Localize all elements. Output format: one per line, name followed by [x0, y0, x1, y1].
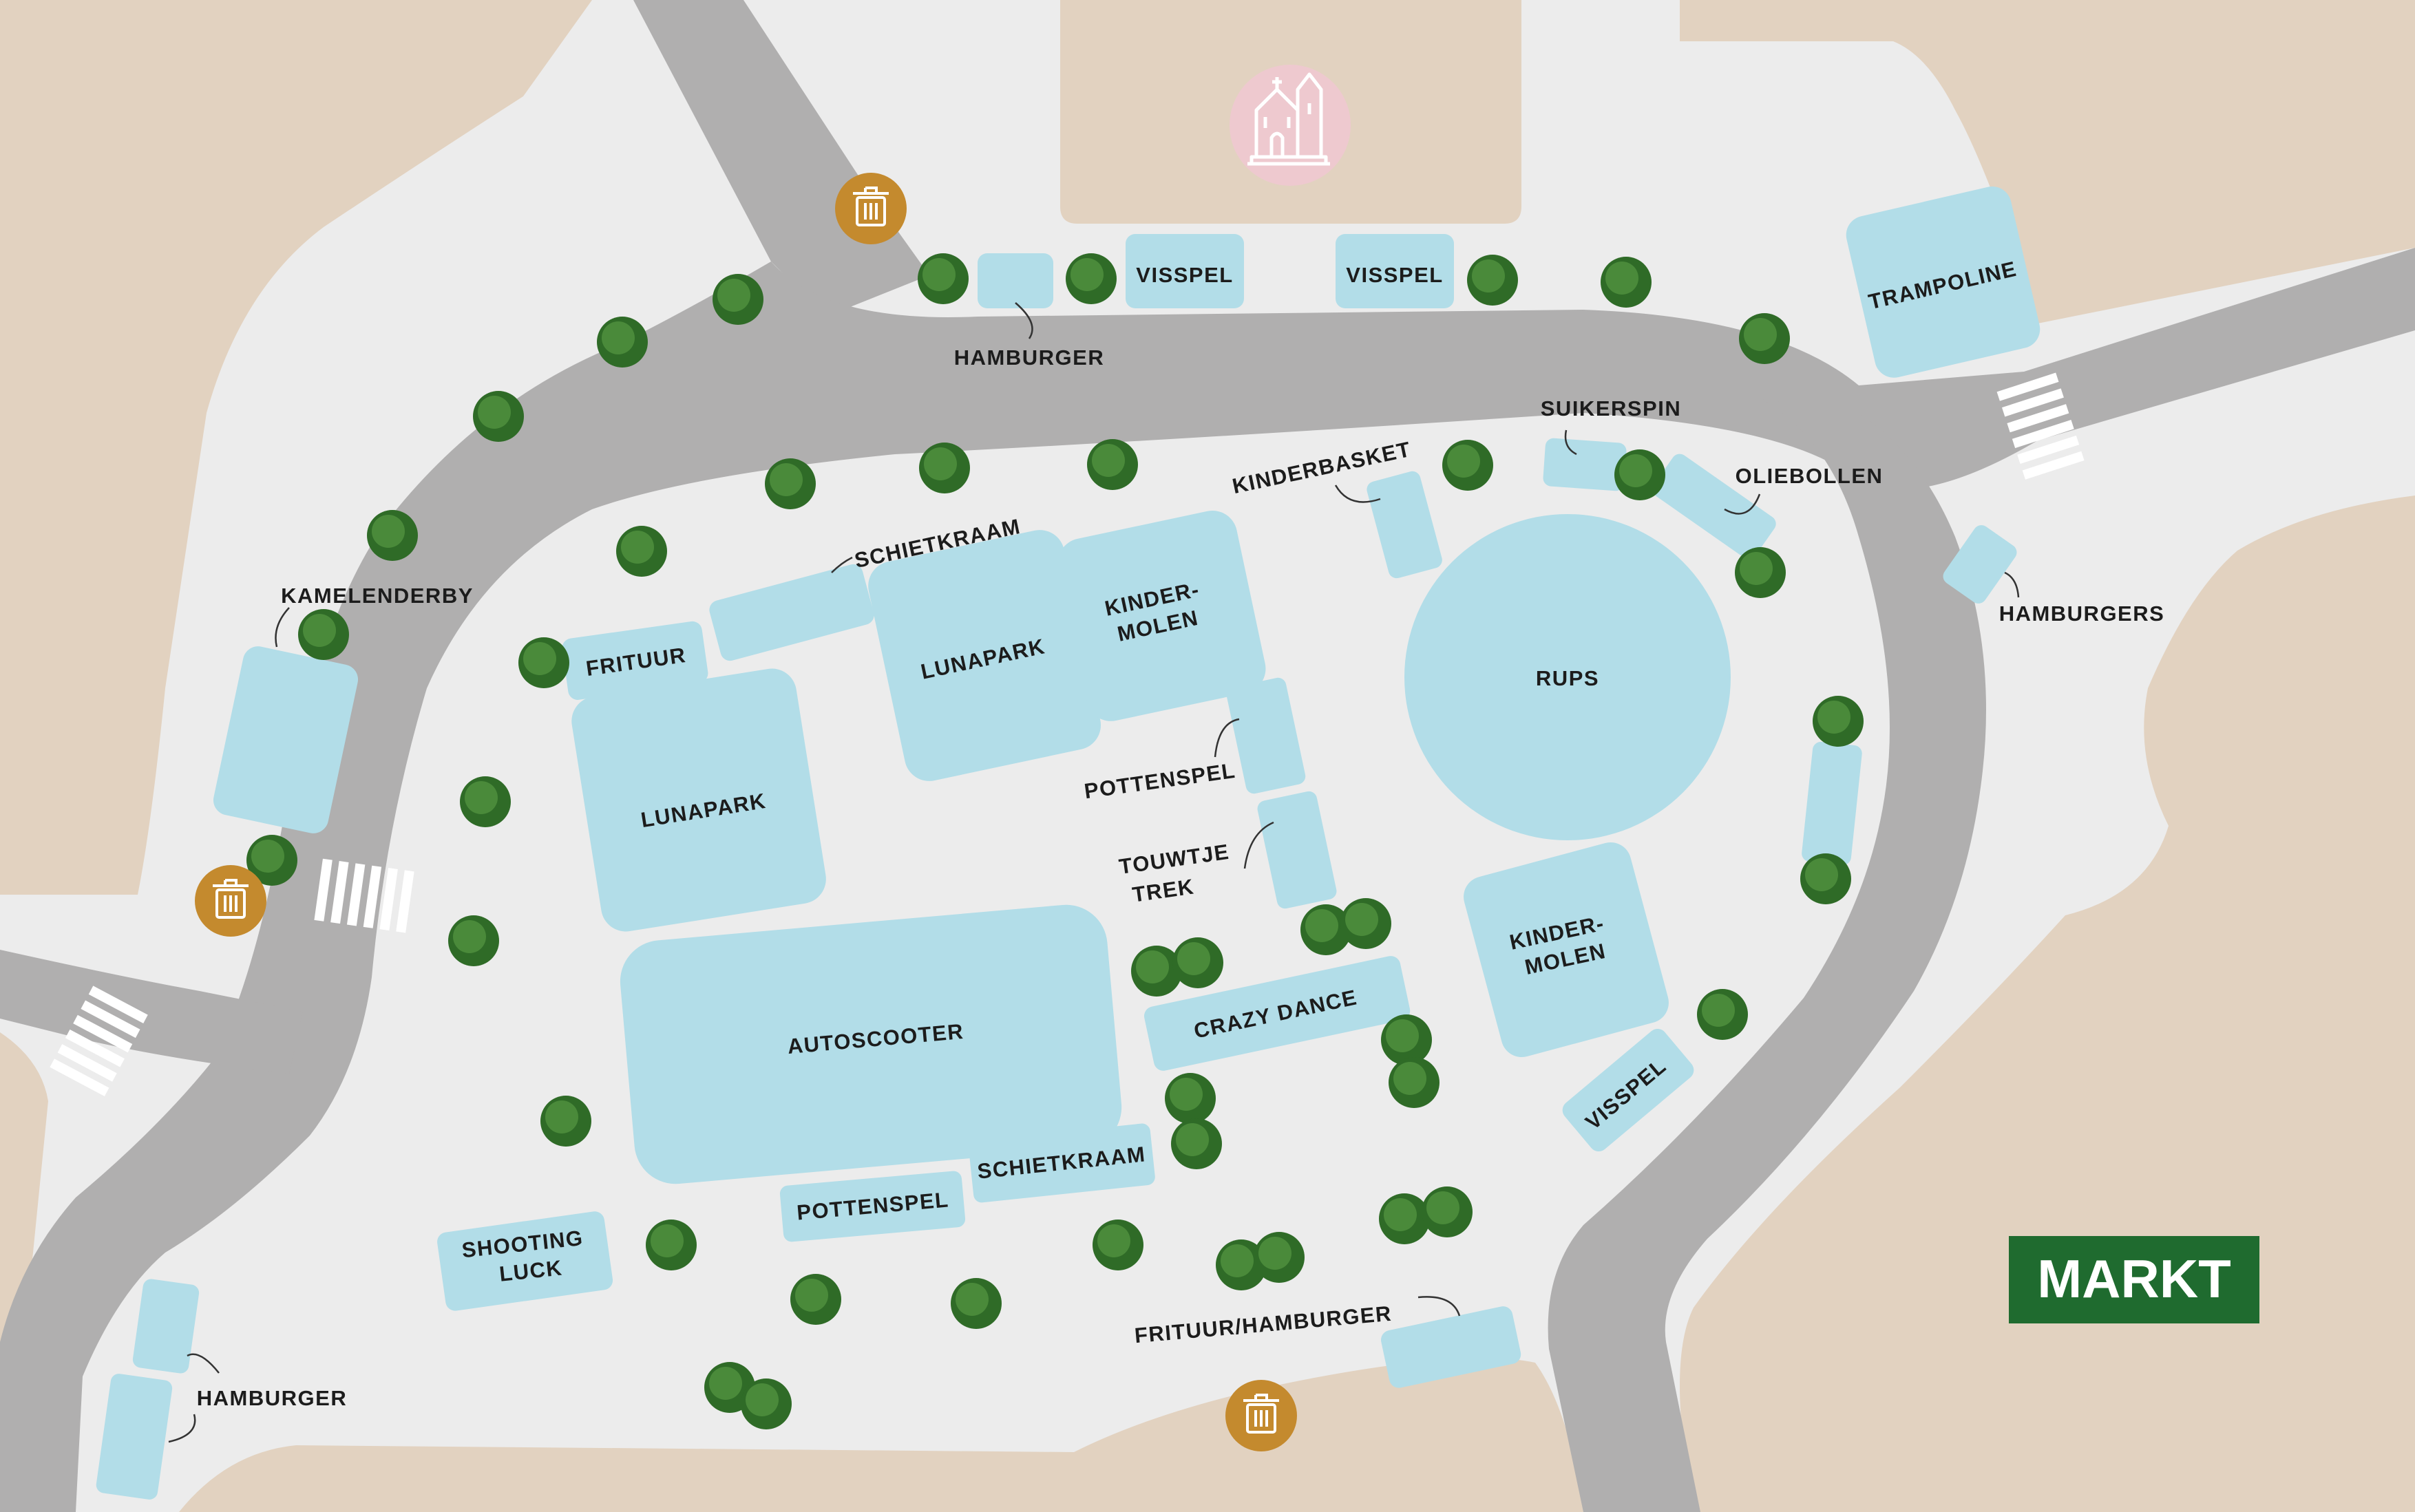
label-visspel-top-1: VISSPEL [1136, 263, 1233, 287]
tree-icon [919, 443, 970, 493]
trees [246, 253, 1864, 1429]
tree-icon [1093, 1220, 1143, 1270]
crosswalk-right [1996, 372, 2085, 480]
tree-icon [597, 317, 648, 368]
tree-icon [448, 915, 499, 966]
stall-pottenspel-bottom [779, 1171, 966, 1242]
stall-crazy-dance [1143, 956, 1411, 1071]
tree-icon [1066, 253, 1117, 304]
tree-icon [298, 609, 349, 660]
block-top-right [1680, 0, 2415, 323]
stall-kamelenderby [213, 646, 359, 833]
stall-lunapark-2 [571, 668, 826, 932]
stall-schietkraam-bottom [969, 1123, 1155, 1203]
trash-bin-icon [835, 173, 907, 244]
tree-icon [1697, 989, 1748, 1040]
label-hamburger-bottom: HAMBURGER [197, 1386, 347, 1410]
tree-icon [518, 637, 569, 688]
tree-icon [367, 510, 418, 561]
stall-oliebollen [1652, 454, 1776, 560]
tree-icon [1379, 1193, 1430, 1244]
tree-icon [765, 458, 816, 509]
label-hamburgers: HAMBURGERS [1999, 601, 2165, 626]
road-main-top [0, 248, 2415, 1512]
tree-icon [646, 1220, 697, 1270]
tree-icon [1340, 898, 1391, 949]
crosswalk-bottom-left [50, 986, 148, 1096]
tree-icon [1254, 1232, 1305, 1283]
leader-lines [168, 302, 2020, 1443]
tree-icon [1171, 1118, 1222, 1169]
stall-pottenspel-top [1226, 677, 1306, 794]
church-icon [1230, 65, 1351, 186]
tree-icon [1813, 696, 1864, 747]
tree-icon [1172, 937, 1223, 988]
tree-icon [1601, 257, 1652, 308]
tree-icon [540, 1096, 591, 1147]
tree-icon [1131, 946, 1182, 997]
tree-icon [1216, 1239, 1267, 1290]
tree-icon [1165, 1073, 1216, 1124]
stall-hamburgers [1943, 525, 2017, 604]
tree-icon [1739, 313, 1790, 364]
road-east-loop [1548, 399, 1986, 1512]
trash-bin-icon [1225, 1380, 1297, 1451]
stall-suikerspin [1543, 438, 1627, 491]
tree-icon [1735, 547, 1786, 598]
tree-icon [1389, 1057, 1439, 1108]
stall-schietkraam-top [709, 564, 874, 661]
label-suikerspin: SUIKERSPIN [1541, 396, 1681, 420]
road-bottom-left [0, 950, 303, 1074]
trash-bin-icon [195, 865, 266, 937]
stall-frituur [562, 621, 708, 700]
tree-icon [1800, 853, 1851, 904]
tree-icon [918, 253, 969, 304]
stall-visspel-top-1 [1126, 234, 1244, 308]
stall-hamburger-bottom-1 [132, 1279, 200, 1374]
tree-icon [790, 1274, 841, 1325]
tree-icon [741, 1378, 792, 1429]
stall-kindermolen-2 [1464, 842, 1669, 1058]
tree-icon [951, 1278, 1002, 1329]
tree-icon [713, 274, 763, 325]
tree-icon [473, 391, 524, 442]
stall-autoscooter [620, 904, 1122, 1184]
tree-icon [1087, 439, 1138, 490]
map-title: MARKT [2037, 1248, 2231, 1309]
tree-icon [1467, 255, 1518, 306]
stall-hamburger-bottom-2 [96, 1374, 173, 1500]
tree-icon [246, 835, 297, 886]
block-top-left [0, 0, 592, 895]
tree-icon [1422, 1186, 1473, 1237]
stall-rups [1404, 514, 1731, 840]
tree-icon [1614, 449, 1665, 500]
stall-east-roadside [1802, 741, 1862, 866]
label-oliebollen: OLIEBOLLEN [1736, 464, 1884, 488]
stall-kinderbasket [1367, 471, 1442, 579]
markt-logo: MARKT [2009, 1236, 2259, 1323]
stall-kindermolen-1 [1057, 510, 1266, 721]
stall-shooting-luck [437, 1211, 613, 1311]
tree-icon [1300, 904, 1351, 955]
label-kamelenderby: KAMELENDERBY [281, 584, 474, 608]
stall-lunapark-1 [868, 530, 1101, 781]
tree-icon [1442, 440, 1493, 491]
stall-touwtje-trek [1257, 791, 1337, 909]
label-hamburger-top: HAMBURGER [954, 345, 1104, 370]
tree-icon [1381, 1014, 1432, 1065]
stall-hamburger-top [978, 253, 1053, 308]
crosswalk-left [314, 858, 414, 933]
label-rups: RUPS [1536, 666, 1599, 690]
tree-icon [460, 776, 511, 827]
stall-trampoline [1846, 186, 2040, 378]
label-visspel-top-2: VISSPEL [1346, 263, 1443, 287]
stall-visspel-top-2 [1336, 234, 1454, 308]
stall-frituur-hamburger [1380, 1306, 1521, 1388]
stall-visspel-bottom [1562, 1028, 1694, 1152]
tree-icon [616, 526, 667, 577]
stalls [96, 186, 2040, 1500]
